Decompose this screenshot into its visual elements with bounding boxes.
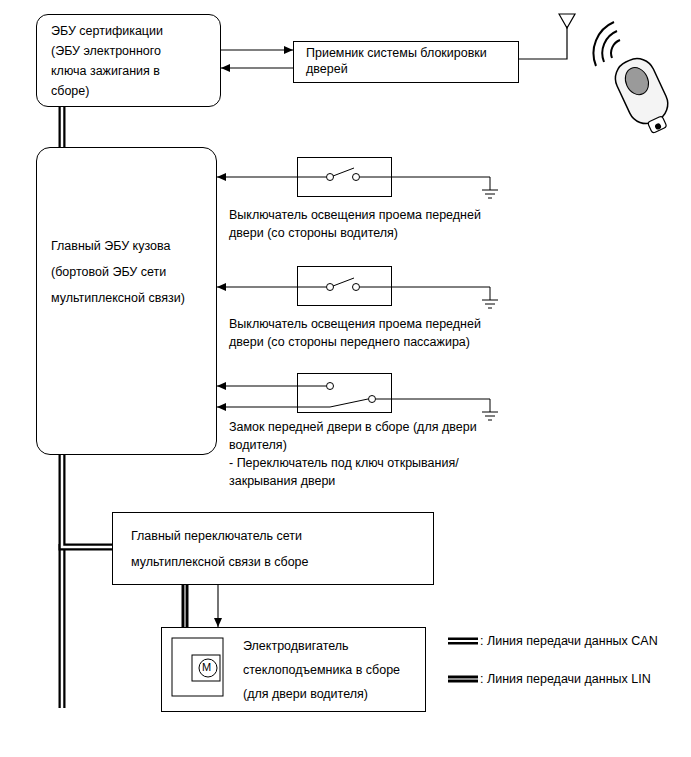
legend-item: : Линия передачи данных LIN (448, 672, 651, 686)
box-text: Электродвигатель стеклоподъемника в сбор… (243, 634, 418, 706)
legend-text: : Линия передачи данных CAN (480, 634, 658, 648)
motor-symbol (162, 628, 232, 706)
connector-line (221, 67, 293, 68)
connector-line (62, 455, 112, 547)
connector-line (217, 176, 297, 177)
connector (62, 455, 112, 547)
legend-item: : Линия передачи данных CAN (448, 634, 658, 648)
text-group: Приемник системы блокировки дверей (306, 45, 511, 77)
key-fob-icon (594, 22, 678, 139)
switch-wiring (297, 168, 498, 420)
legend-text: : Линия передачи данных LIN (480, 672, 651, 686)
box-text: Главный ЭБУ кузова (бортовой ЭБУ сети му… (51, 233, 201, 311)
text-group: ЭБУ сертификации (ЭБУ электронного ключа… (51, 21, 191, 101)
motor-letter: M (202, 660, 211, 674)
part-label: - Переключатель под ключ открывания/ зак… (229, 454, 504, 490)
ecu-box: ЭБУ сертификации (ЭБУ электронного ключа… (36, 14, 221, 107)
box-text: Главный переключатель сети мультиплексно… (131, 523, 336, 575)
label-group: Выключатель освещения проема передней дв… (229, 206, 504, 242)
connector-line (184, 585, 186, 627)
receiver-box: Приемник системы блокировки дверей (293, 41, 519, 83)
connector-line (217, 286, 297, 287)
motor-box: Электродвигатель стеклоподъемника в сбор… (161, 627, 426, 712)
part-label: Выключатель освещения проема передней дв… (229, 315, 504, 351)
connector-line (217, 385, 297, 386)
ecu-box: Главный ЭБУ кузова (бортовой ЭБУ сети му… (36, 147, 217, 455)
connector (217, 407, 297, 408)
box-text: Приемник системы блокировки дверей (306, 45, 511, 77)
text-group: Электродвигатель стеклоподъемника в сбор… (243, 634, 418, 706)
text-group: Главный ЭБУ кузова (бортовой ЭБУ сети му… (51, 233, 201, 311)
legend-sample (448, 635, 478, 647)
part-label: Выключатель освещения проема передней дв… (229, 206, 504, 242)
part-label: Замок передней двери в сборе (для двери … (229, 418, 504, 454)
can-bus-line (62, 544, 63, 708)
connector-line (62, 455, 112, 547)
connector-line (221, 49, 293, 50)
connector-line (182, 585, 189, 627)
antenna-symbol (517, 14, 575, 59)
switch-box: Замок передней двери в сборе (для двери … (297, 373, 392, 413)
legend-sample (448, 673, 478, 685)
connector-line (217, 406, 297, 407)
connector (217, 177, 297, 178)
label-group: Выключатель освещения проема передней дв… (229, 315, 504, 351)
label-group: Замок передней двери в сборе (для двери … (229, 418, 504, 490)
connector (185, 585, 186, 627)
connector (217, 386, 297, 387)
switch-box: Выключатель освещения проема передней дв… (297, 266, 392, 306)
connector (218, 585, 219, 627)
connector (221, 68, 293, 69)
connector-line (217, 585, 218, 627)
connector (217, 287, 297, 288)
connector (62, 107, 63, 147)
switch-box: Выключатель освещения проема передней дв… (297, 157, 392, 197)
connector-line (61, 107, 64, 147)
connector (221, 50, 293, 51)
box-text: ЭБУ сертификации (ЭБУ электронного ключа… (51, 21, 191, 101)
text-group: Главный переключатель сети мультиплексно… (131, 523, 336, 575)
connector-line (59, 107, 66, 147)
switch-assembly-box: Главный переключатель сети мультиплексно… (112, 512, 434, 585)
